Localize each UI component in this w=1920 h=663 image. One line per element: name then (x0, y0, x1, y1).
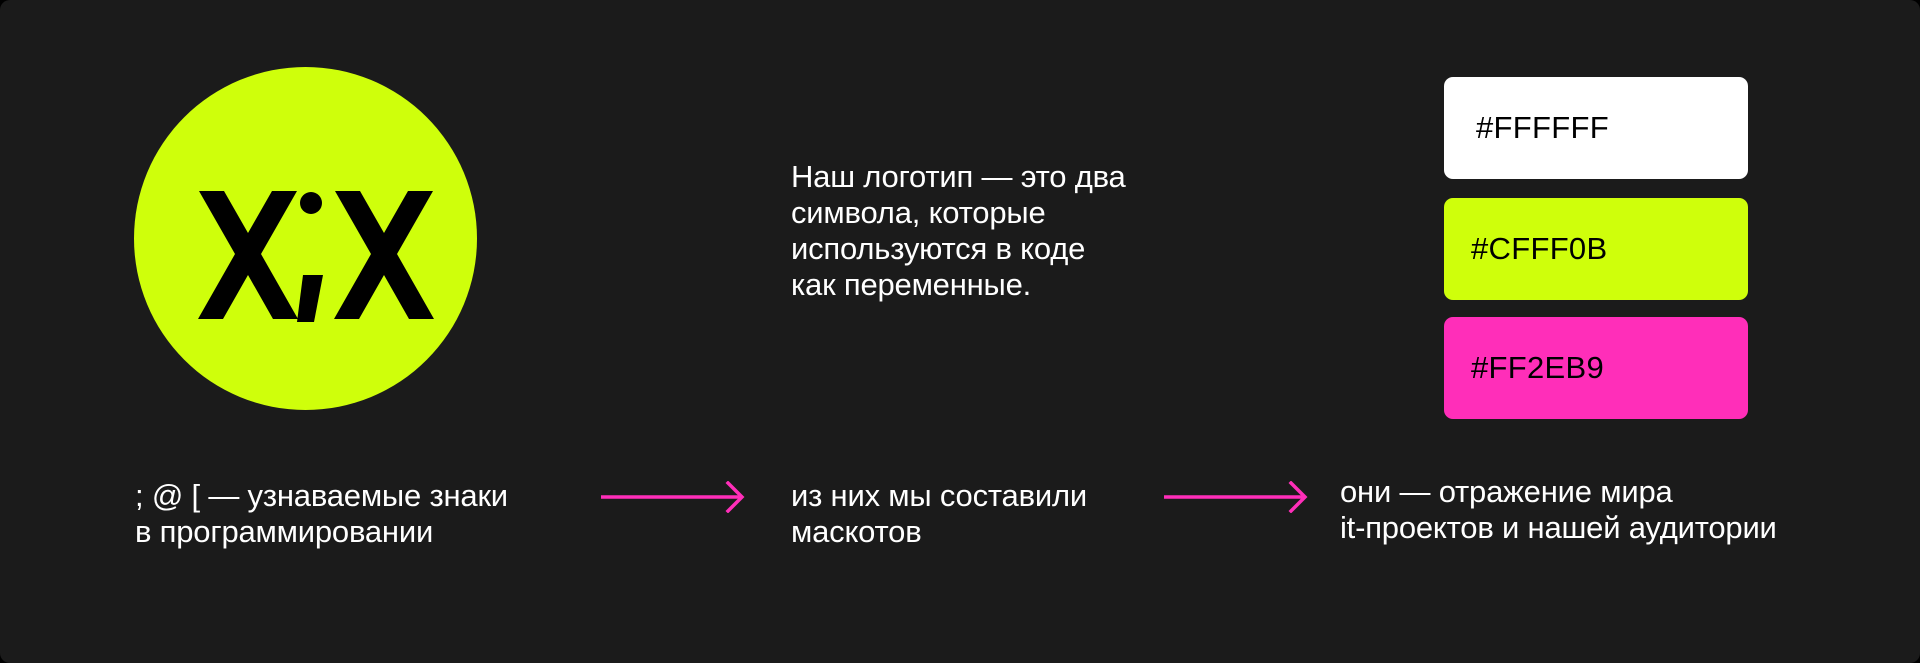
logo-mark-icon (198, 191, 434, 322)
arrow-right-icon (601, 481, 745, 513)
logo-circle (134, 67, 477, 410)
color-swatch-pink: #FF2EB9 (1444, 317, 1748, 419)
color-swatch-lime: #CFFF0B (1444, 198, 1748, 300)
flow-step-audience: они — отражение мира it-проектов и нашей… (1340, 474, 1777, 545)
logo-description: Наш логотип — это два символа, которые и… (791, 159, 1126, 302)
color-swatch-white: #FFFFFF (1444, 77, 1748, 179)
swatch-label: #FF2EB9 (1471, 350, 1605, 385)
arrow-right-icon (1164, 481, 1308, 513)
swatch-label: #FFFFFF (1476, 110, 1609, 145)
swatch-label: #CFFF0B (1471, 231, 1608, 266)
flow-step-mascots: из них мы составили маскотов (791, 478, 1087, 549)
flow-step-symbols: ; @ [ — узнаваемые знаки в программирова… (135, 478, 508, 549)
